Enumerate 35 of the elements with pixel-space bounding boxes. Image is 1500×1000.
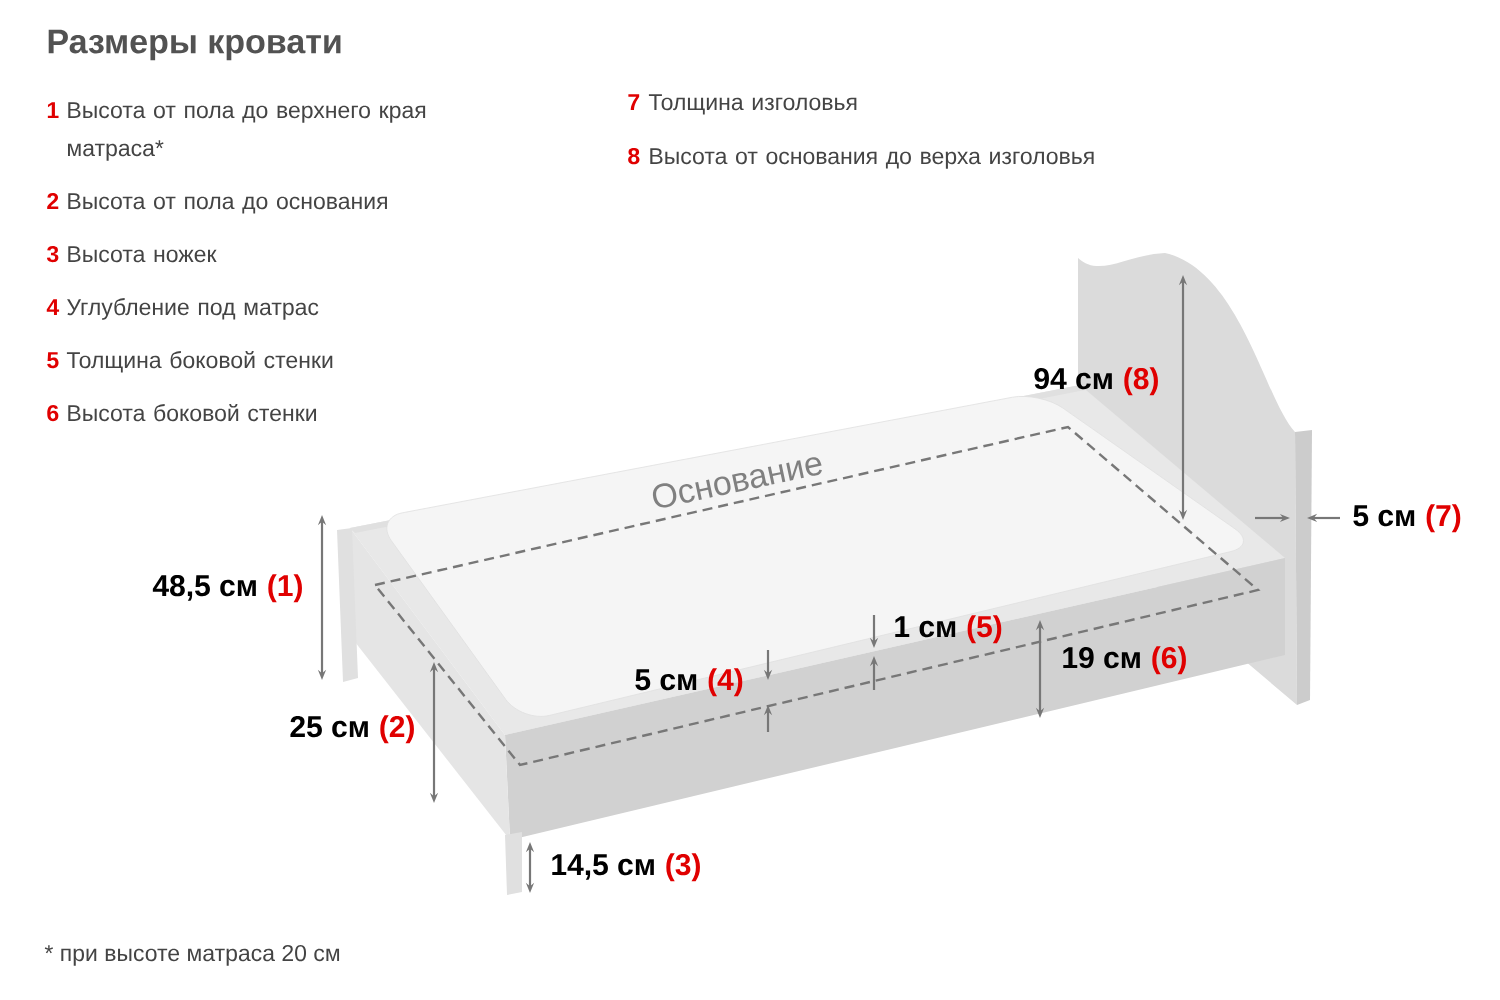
item-number: 8 bbox=[628, 147, 640, 165]
legend-text: Высота ножек bbox=[68, 246, 217, 263]
item-number: 1 bbox=[47, 102, 59, 118]
legend-text: Углубление под матрас bbox=[67, 298, 319, 320]
dimension-number: (8) bbox=[1124, 367, 1158, 396]
legend-text: Высота от пола до основания bbox=[68, 193, 387, 214]
dimension-number: (6) bbox=[1152, 646, 1186, 675]
base-label: Основание bbox=[652, 457, 822, 508]
dimension-number: (3) bbox=[666, 853, 700, 882]
dimension-value: 19 см bbox=[1063, 647, 1140, 669]
dimension-number: (5) bbox=[967, 615, 1002, 644]
legend-text: Толщина изголовья bbox=[648, 94, 857, 115]
item-number: 5 bbox=[47, 352, 59, 369]
legend-text: Высота от пола до верхнего края матраса* bbox=[68, 102, 426, 161]
item-number: 4 bbox=[46, 299, 60, 315]
item-number: 3 bbox=[46, 245, 59, 263]
item-number: 2 bbox=[47, 192, 59, 209]
dimension-value: 5 см bbox=[1353, 505, 1415, 527]
dimension-value: 25 см bbox=[290, 716, 368, 738]
legend-text: Высота от основания до верха изголовья bbox=[650, 148, 1094, 169]
dimension-value: 14,5 см bbox=[552, 854, 654, 880]
item-number: 6 bbox=[47, 404, 59, 422]
legend-text: Толщина боковой стенки bbox=[66, 350, 333, 373]
dimension-number: (7) bbox=[1426, 504, 1461, 533]
dimension-value: 1 см bbox=[895, 616, 956, 638]
footnote: * при высоте матраса 20 см bbox=[44, 944, 340, 966]
dimension-value: 5 см bbox=[635, 669, 697, 691]
dimension-value: 94 см bbox=[1034, 368, 1112, 390]
dimension-value: 48,5 см bbox=[152, 575, 256, 601]
dimension-number: (4) bbox=[708, 668, 743, 697]
legend-text: Высота боковой стенки bbox=[68, 403, 316, 422]
item-number: 7 bbox=[628, 94, 640, 110]
dimension-number: (2) bbox=[380, 715, 414, 744]
title: Размеры кровати bbox=[48, 29, 341, 61]
dimension-number: (1) bbox=[268, 574, 302, 603]
